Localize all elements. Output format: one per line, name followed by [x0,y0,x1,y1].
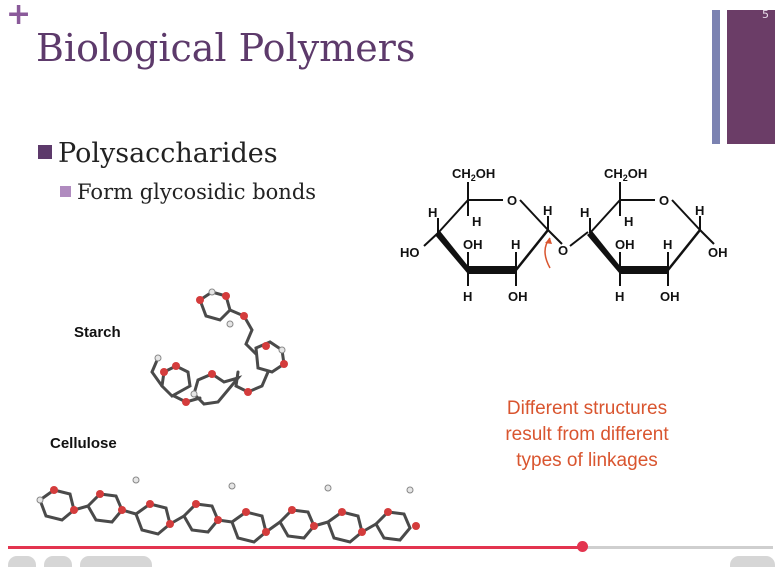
sub-bullet-text: Form glycosidic bonds [77,180,317,204]
left-h-c2: H [511,237,520,252]
left-ring-oxygen: O [507,193,517,208]
bullet-glycosidic-bonds: Form glycosidic bonds [60,180,316,204]
right-glucose-ring: CH2OH O H H H OH OH H H OH [580,166,728,304]
cellulose-label: Cellulose [50,435,117,452]
right-h-c3: H [615,289,624,304]
right-oh-c1: OH [708,245,728,260]
slide-number: 5 [762,8,769,21]
right-ring-oxygen: O [659,193,669,208]
cellulose-atoms [36,476,420,536]
player-control-button[interactable] [44,556,72,567]
right-h-c5: H [624,214,633,229]
progress-scrubber-handle[interactable] [576,541,588,552]
accent-bar-thick [727,10,775,144]
sub-bullet-square-icon [60,186,71,197]
right-oh-c3: OH [615,237,635,252]
glycosidic-oxygen: O [558,243,568,258]
linkage-note: Different structures result from differe… [462,396,712,474]
right-ch2oh-label: CH2OH [604,166,647,183]
left-h-c4: H [472,214,481,229]
left-glucose-ring: CH2OH O H H H HO OH H H OH [400,166,563,304]
player-control-button[interactable] [80,556,152,567]
right-h-c1: H [695,203,704,218]
accent-bar-thin [712,10,720,144]
right-oh-c2: OH [660,289,680,304]
left-h-c3: H [463,289,472,304]
plus-icon: + [6,0,32,32]
left-ho-label: HO [400,245,420,260]
left-h-c5: H [428,205,437,220]
bullet-square-icon [38,145,52,159]
player-control-button[interactable] [8,556,36,567]
note-line: result from different [505,424,669,445]
right-h-c2: H [663,237,672,252]
starch-atoms [154,288,288,406]
glycosidic-bond-line [569,231,589,247]
starch-label: Starch [74,324,121,341]
disaccharide-structure-diagram: CH2OH O H H H HO OH H H OH O [400,166,728,304]
note-line: Different structures [506,398,668,419]
progress-fill [8,546,582,549]
left-h-c1: H [543,203,552,218]
note-line: types of linkages [516,450,658,471]
left-oh-c2: OH [508,289,528,304]
left-oh-c3: OH [463,237,483,252]
left-ch2oh-label: CH2OH [452,166,495,183]
bullet-polysaccharides: Polysaccharides [38,138,278,169]
right-h-c4: H [580,205,589,220]
cellulose-model [38,488,412,544]
slide-title: Biological Polymers [36,26,416,70]
player-control-button[interactable] [730,556,775,567]
bullet-text: Polysaccharides [58,138,278,169]
bond-arrowhead-icon [545,238,552,244]
